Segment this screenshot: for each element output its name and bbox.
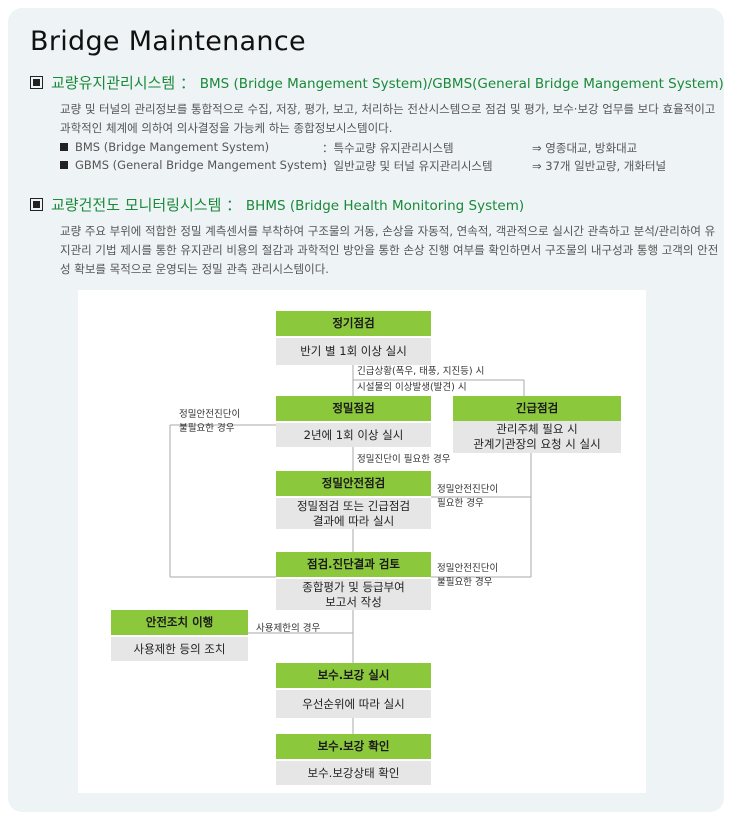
bhms-description: 교량 주요 부위에 적합한 정밀 계측센서를 부착하여 구조물의 거동, 손상을… [60,224,719,276]
safety-action-title: 안전조치 이행 [111,610,248,635]
repair-execution-desc: 우선순위에 따라 실시 [276,690,431,718]
page-title: Bridge Maintenance [30,26,306,57]
square-bullet-icon [60,161,68,169]
regular-inspection-desc: 반기 별 1회 이상 실시 [276,338,431,365]
gbms-item-target: ：일반교량 및 터널 유지관리시스템 [322,159,493,173]
diag-unneeded-label: 정밀안전진단이 불필요한 경우 [179,409,241,434]
bms-heading-sub: BMS (Bridge Mangement System)/GBMS(Gener… [199,76,724,92]
bhms-heading: 교량건전도 모니터링시스템 ： BHMS (Bridge Health Moni… [30,194,524,215]
bms-item-target: ：특수교량 유지관리시스템 [322,141,454,155]
gbms-item-row: GBMS (General Bridge Mangement System) ：… [60,158,720,176]
square-bullet-icon [30,198,43,211]
bhms-heading-sub: BHMS (Bridge Health Monitoring System) [245,198,525,214]
precise-inspection-desc: 2년에 1회 이상 실시 [276,423,431,447]
safety-action-desc: 사용제한 등의 조치 [111,637,248,661]
emergency-condition-label: 시설물의 이상발생(발견) 시 [357,382,467,393]
gbms-item-name: GBMS (General Bridge Mangement System) [60,158,327,172]
bms-description: 교량 및 터널의 관리정보를 통합적으로 수집, 저장, 평가, 보고, 처리하… [60,102,716,135]
result-review-desc: 종합평가 및 등급부여 보고서 작성 [276,579,431,610]
bms-heading: 교량유지관리시스템 ： BMS (Bridge Mangement System… [30,72,724,93]
safety-diagnosis-title: 정밀안전점검 [276,471,431,496]
square-bullet-icon [30,76,43,89]
emergency-inspection-title: 긴급점검 [453,396,621,421]
regular-inspection-title: 정기점검 [276,311,431,336]
diag-unneeded-label: 정밀안전진단이 불필요한 경우 [437,563,499,588]
result-review-title: 점검.진단결과 검토 [276,552,431,577]
bms-item-name: BMS (Bridge Mangement System) [60,140,269,154]
repair-confirm-title: 보수.보강 확인 [276,734,431,759]
bms-item-row: BMS (Bridge Mangement System) ：특수교량 유지관리… [60,140,720,158]
use-restriction-label: 사용제한의 경우 [256,623,321,634]
repair-execution-title: 보수.보강 실시 [276,663,431,688]
bms-item-result: ⇒ 영종대교, 방화대교 [532,141,638,155]
inspection-flow-diagram: 정기점검 반기 별 1회 이상 실시 긴급상황(폭우, 태풍, 지진등) 시 시… [78,290,646,793]
diag-needed-label: 정밀진단이 필요한 경우 [357,454,451,465]
emergency-condition-label: 긴급상황(폭우, 태풍, 지진등) 시 [357,366,485,377]
safety-diagnosis-desc: 정밀점검 또는 긴급점검 결과에 따라 실시 [276,498,431,529]
repair-confirm-desc: 보수.보강상태 확인 [276,761,431,785]
diag-needed-label: 정밀안전진단이 필요한 경우 [437,484,499,509]
precise-inspection-title: 정밀점검 [276,396,431,421]
gbms-item-result: ⇒ 37개 일반교량, 개화터널 [532,159,667,173]
square-bullet-icon [60,143,68,151]
emergency-inspection-desc: 관리주체 필요 시 관계기관장의 요청 시 실시 [453,421,621,453]
flow-connector-lines [169,365,532,734]
